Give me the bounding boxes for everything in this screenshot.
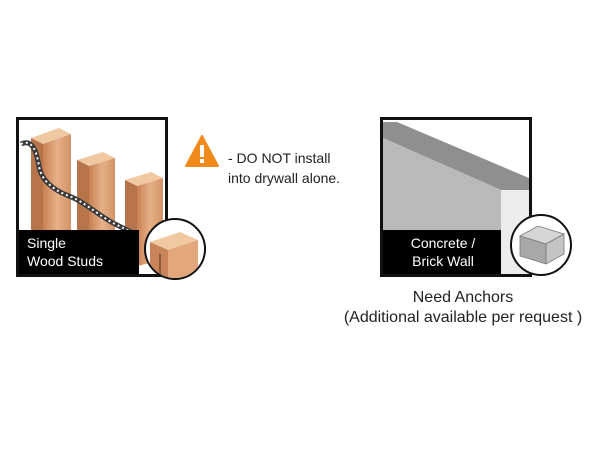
concrete-block-icon: [518, 225, 566, 265]
anchors-caption-line1: Need Anchors: [412, 289, 514, 306]
concrete-wall-label-line2: Brick Wall: [412, 253, 474, 269]
wood-block-icon: [150, 232, 198, 278]
warning-text: - DO NOT install into drywall alone.: [228, 148, 388, 188]
anchors-caption-line2: (Additional available per request ): [343, 309, 583, 326]
wood-studs-label-line2: Wood Studs: [27, 253, 104, 269]
wood-stud-2: [77, 152, 115, 248]
warning-text-line1: - DO NOT install: [228, 150, 331, 166]
wood-studs-illustration: [19, 128, 163, 266]
wood-studs-label: Single Wood Studs: [19, 230, 139, 274]
wood-stud-detail-inset: [144, 218, 206, 280]
concrete-wall-label-line1: Concrete /: [410, 235, 476, 251]
warning-text-line2: into drywall alone.: [228, 170, 341, 186]
wood-studs-panel: Single Wood Studs: [16, 117, 168, 277]
anchors-caption: Need Anchors (Additional available per r…: [326, 288, 600, 328]
drywall-edge: [19, 140, 133, 235]
wood-studs-label-line1: Single: [27, 235, 66, 251]
warning-triangle-icon: [185, 135, 219, 167]
concrete-wall-panel: Concrete / Brick Wall: [380, 117, 532, 277]
concrete-detail-inset: [510, 214, 572, 276]
concrete-wall-label: Concrete / Brick Wall: [383, 230, 501, 274]
